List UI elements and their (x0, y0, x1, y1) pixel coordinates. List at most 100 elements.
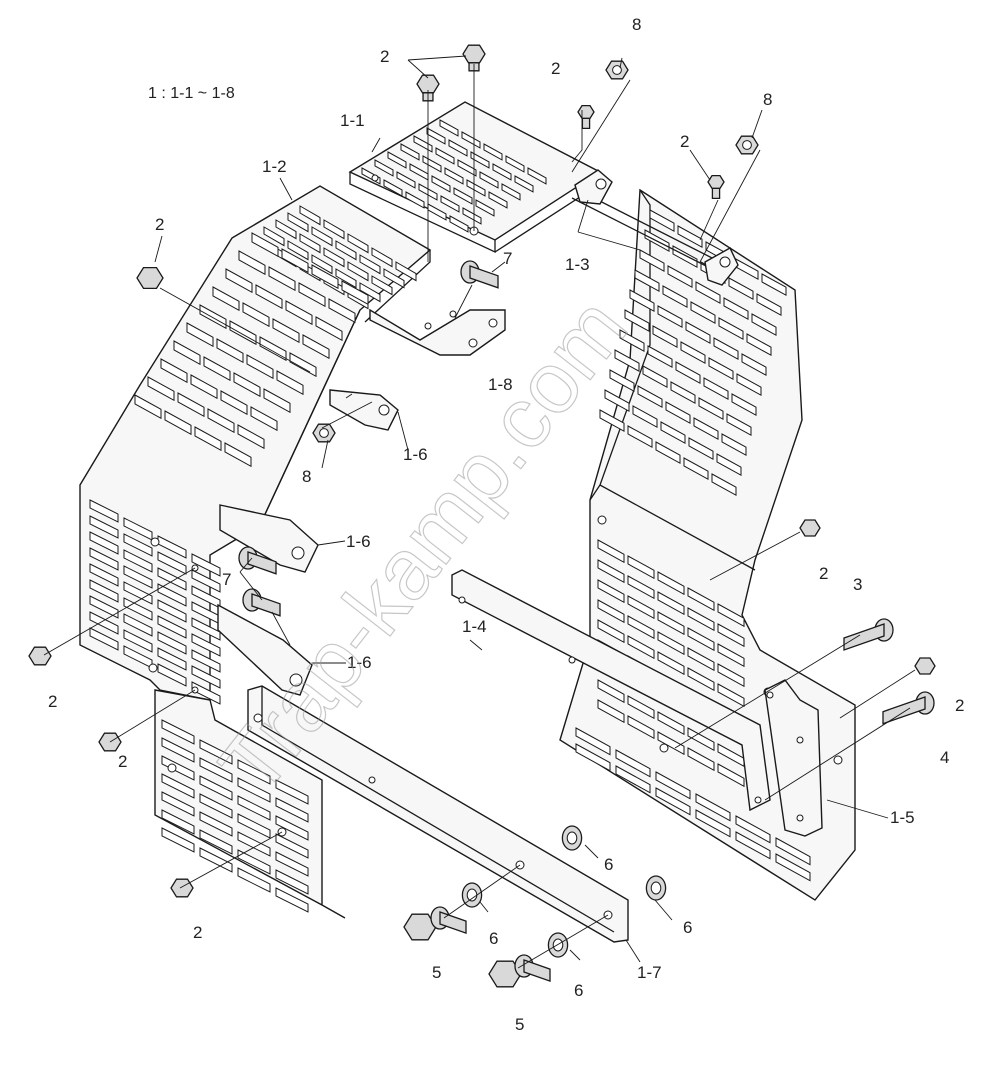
grille-slot (731, 393, 757, 417)
grille-slot (299, 233, 321, 254)
grille-slot (359, 282, 381, 303)
grille-slot (237, 795, 271, 821)
grille-slot (285, 300, 313, 326)
bolt-icon (707, 174, 725, 200)
grille-slot (470, 151, 490, 169)
screw-icon (238, 546, 277, 575)
grille-slot (237, 759, 271, 785)
bar-1-7 (247, 685, 629, 943)
grille-slot (660, 421, 686, 445)
washer-icon (461, 882, 483, 908)
callout-1-1: 1-1 (340, 111, 365, 130)
grille-slot (695, 281, 721, 305)
callout-8: 8 (302, 467, 311, 486)
callout-2: 2 (48, 692, 57, 711)
grille-slot (335, 240, 357, 261)
grille-slot (157, 631, 187, 655)
grille-slot (123, 581, 153, 605)
grille-slot (400, 143, 420, 161)
grille-slot (194, 426, 222, 452)
grille-slot (186, 322, 214, 348)
grille-slot (687, 667, 715, 692)
grille-slot (311, 226, 333, 247)
grille-slot (191, 617, 221, 641)
grille-slot (237, 867, 271, 893)
grille-slot (383, 179, 403, 197)
grille-slot (341, 280, 369, 306)
grille-slot (263, 388, 291, 414)
grille-slot (246, 354, 274, 380)
grille-slot (199, 739, 233, 765)
grille-slot (191, 633, 221, 657)
grille-slot (242, 302, 270, 328)
grille-slot (619, 329, 645, 353)
grille-slot (475, 199, 495, 217)
grille-slot (328, 298, 356, 324)
grille-slot (203, 356, 231, 382)
grille-slot (123, 613, 153, 637)
grille-slot (634, 269, 660, 293)
grille-slot (657, 631, 685, 656)
grille-slot (275, 869, 309, 895)
callout-6: 6 (604, 855, 613, 874)
grille-slot (448, 139, 468, 157)
callout-2: 2 (551, 59, 560, 78)
grille-slot (627, 715, 655, 740)
grille-slot (89, 611, 119, 635)
grille-slot (347, 233, 369, 254)
grille-slot (718, 317, 744, 341)
grille-slot (627, 635, 655, 660)
legend-text: 1 : 1-1 ~ 1-8 (148, 85, 235, 102)
grille-slot (492, 163, 512, 181)
grille-slot (657, 305, 683, 329)
grille-slot (289, 352, 317, 378)
grille-slot (775, 853, 811, 882)
bracket-1-8 (369, 308, 506, 356)
grille-slot (514, 175, 534, 193)
bolt-icon (136, 266, 164, 290)
nut-icon (735, 135, 759, 155)
grille-slot (685, 321, 711, 345)
screw-icon (460, 260, 499, 289)
nut-icon (605, 60, 629, 80)
callout-3: 3 (853, 575, 862, 594)
grille-slot (713, 337, 739, 361)
grille-slot (212, 286, 240, 312)
callout-1-3: 1-3 (565, 255, 590, 274)
grille-slot (395, 261, 417, 282)
grille-slot (479, 171, 499, 189)
grille-slot (287, 212, 309, 233)
grille-slot (624, 309, 650, 333)
callout-2: 2 (193, 923, 202, 942)
grille-slot (383, 268, 405, 289)
callout-5: 5 (515, 1015, 524, 1034)
grille-slot (238, 250, 266, 276)
grille-slot (371, 275, 393, 296)
grille-slot (177, 392, 205, 418)
grille-slot (237, 831, 271, 857)
grille-slot (89, 563, 119, 587)
callout-8: 8 (632, 15, 641, 34)
grille-slot (224, 442, 252, 468)
grille-slot (614, 349, 640, 373)
grille-slot (123, 533, 153, 557)
grille-slot (746, 333, 772, 357)
grille-slot (161, 737, 195, 763)
grille-slot (453, 187, 473, 205)
bolt-icon (914, 657, 936, 675)
callout-1-5: 1-5 (890, 808, 915, 827)
grille-slot (275, 833, 309, 859)
grille-slot (440, 195, 460, 213)
callout-2: 2 (955, 696, 964, 715)
grille-slot (89, 595, 119, 619)
callout-2: 2 (155, 215, 164, 234)
grille-slot (157, 567, 187, 591)
grille-slot (670, 381, 696, 405)
grille-slot (627, 595, 655, 620)
grille-slot (683, 457, 709, 481)
grille-slot (639, 249, 665, 273)
callout-1-4: 1-4 (462, 617, 487, 636)
callout-7: 7 (503, 249, 512, 268)
grille-slot (629, 289, 655, 313)
grille-slot (220, 390, 248, 416)
